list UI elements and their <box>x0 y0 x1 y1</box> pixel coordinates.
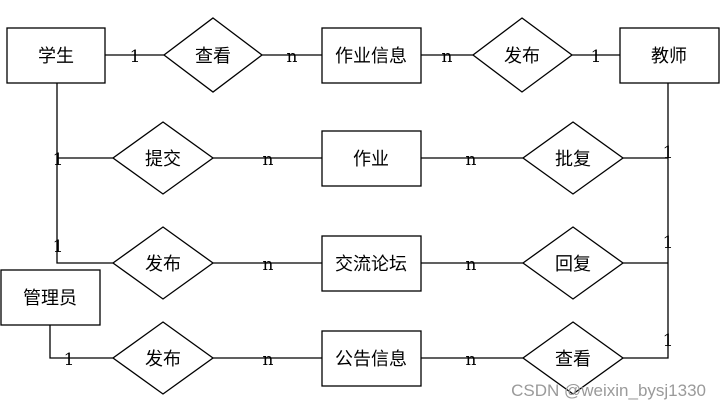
cardinality-label: 1 <box>663 143 674 163</box>
cardinality-label: n <box>263 150 274 170</box>
cardinality-label: 1 <box>663 233 674 253</box>
entity-homework: 作业 <box>321 130 422 187</box>
relation-publish-3-label: 发布 <box>145 349 181 370</box>
entity-homework-label: 作业 <box>353 149 389 170</box>
cardinality-label: n <box>442 47 453 67</box>
relation-view-2: 查看 <box>521 321 625 395</box>
entity-teacher-label: 教师 <box>651 46 687 67</box>
entity-forum: 交流论坛 <box>321 235 422 292</box>
entity-homework-info-label: 作业信息 <box>335 46 407 67</box>
relation-view-1: 查看 <box>162 17 264 93</box>
entity-admin-label: 管理员 <box>23 288 77 309</box>
relation-reply-label: 回复 <box>555 254 591 275</box>
entity-homework-info: 作业信息 <box>321 27 422 84</box>
entity-forum-label: 交流论坛 <box>335 254 407 275</box>
relation-publish-1-label: 发布 <box>504 46 540 67</box>
relation-reply: 回复 <box>521 226 625 300</box>
cardinality-label: 1 <box>591 47 602 67</box>
entity-student: 学生 <box>6 27 106 84</box>
relation-submit-label: 提交 <box>145 149 181 170</box>
relation-publish-2: 发布 <box>111 226 215 300</box>
connector-lines <box>49 54 669 359</box>
relation-view-2-label: 查看 <box>555 349 591 370</box>
cardinality-label: n <box>263 350 274 370</box>
relation-publish-1: 发布 <box>471 17 574 93</box>
relation-review: 批复 <box>521 121 625 195</box>
relation-view-1-label: 查看 <box>195 46 231 67</box>
cardinality-label: 1 <box>64 350 75 370</box>
cardinality-label: n <box>466 350 477 370</box>
entity-notice-info: 公告信息 <box>321 330 422 387</box>
relation-submit: 提交 <box>111 121 215 195</box>
entity-notice-info-label: 公告信息 <box>335 349 407 370</box>
entity-admin: 管理员 <box>0 269 101 326</box>
entity-student-label: 学生 <box>38 46 74 67</box>
relation-review-label: 批复 <box>555 149 591 170</box>
cardinality-label: n <box>466 255 477 275</box>
cardinality-label: 1 <box>663 331 674 351</box>
watermark-text: CSDN @weixin_bysj1330 <box>511 381 706 400</box>
cardinality-labels: 1 n n 1 1 n n 1 1 n n 1 1 n n 1 <box>53 47 674 370</box>
cardinality-label: 1 <box>53 237 64 257</box>
cardinality-label: n <box>466 150 477 170</box>
cardinality-label: n <box>287 47 298 67</box>
cardinality-label: n <box>263 255 274 275</box>
cardinality-label: 1 <box>130 47 141 67</box>
relation-publish-3: 发布 <box>111 321 215 395</box>
cardinality-label: 1 <box>53 150 64 170</box>
relation-publish-2-label: 发布 <box>145 254 181 275</box>
entity-teacher: 教师 <box>619 27 720 84</box>
